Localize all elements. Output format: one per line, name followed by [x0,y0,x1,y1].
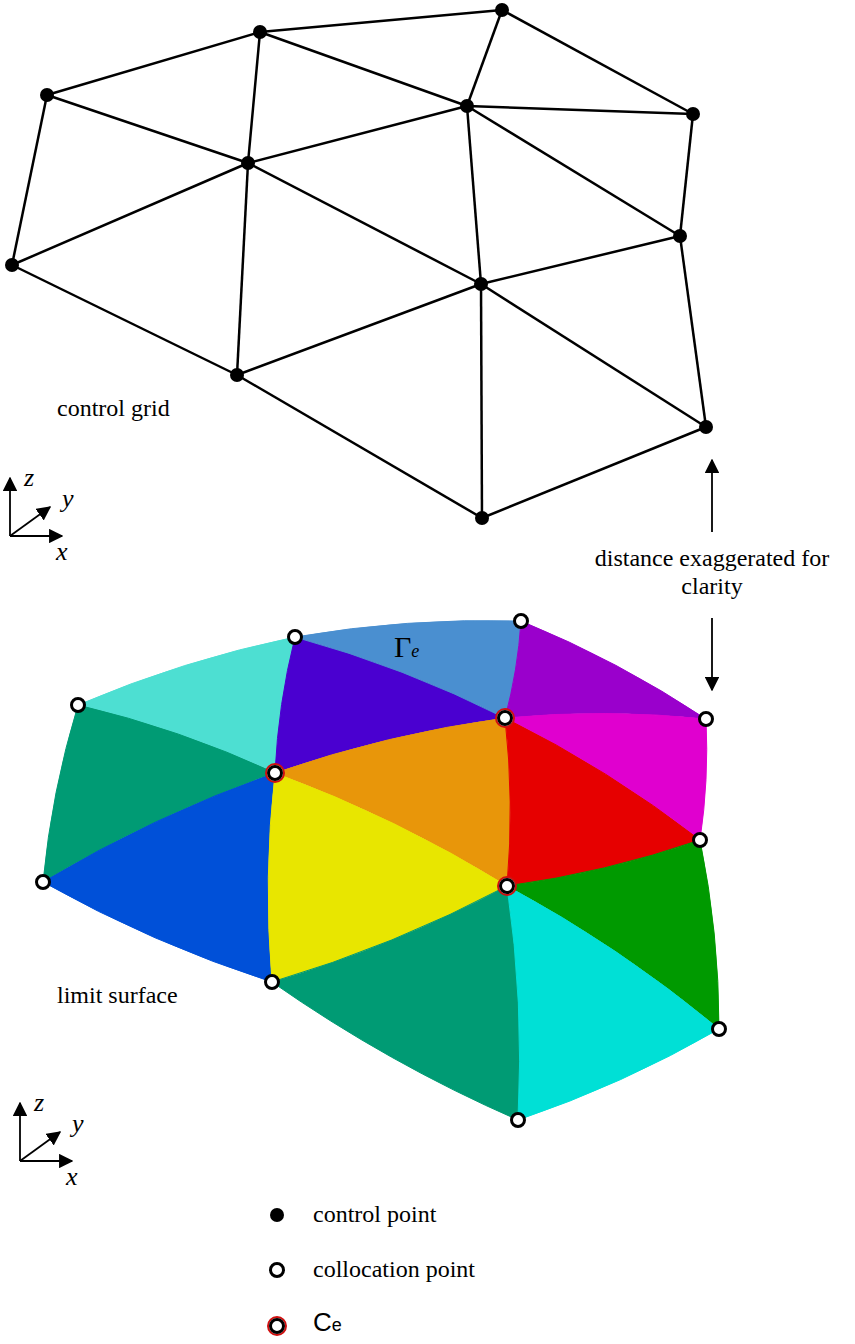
surface-patch [507,886,719,1120]
grid-edge [467,106,693,114]
control-point [686,107,700,121]
control-point [230,368,244,382]
legend-text: control point [313,1201,436,1229]
element-point-ring [496,709,514,727]
limit-surface [43,621,719,1120]
grid-edge [237,163,248,375]
surface-patch [43,773,275,982]
control-point [460,99,474,113]
grid-edge [248,106,467,163]
grid-edge [12,163,248,265]
control-point [699,420,713,434]
element-point-ring [498,877,516,895]
grid-edge [47,95,248,163]
control-point [253,25,267,39]
collocation-point [72,699,85,712]
collocation-point [713,1023,726,1036]
collocation-point [700,713,713,726]
axis-label: z [34,1088,44,1118]
axis-label: y [72,1109,84,1139]
collocation-point [266,976,279,989]
grid-edge [502,10,693,114]
grid-edge [680,236,706,427]
axis-label: y [62,484,74,514]
control-point [241,156,255,170]
grid-edge [467,106,481,284]
axis-label: x [56,537,68,567]
grid-edge [237,284,481,375]
region-label: control grid [57,395,170,423]
element-point-ring [266,764,284,782]
grid-edge [481,284,482,518]
collocation-points [37,615,726,1127]
collocation-point [269,767,282,780]
grid-edge [12,95,47,265]
axis-label: z [24,463,34,493]
control-point [5,258,19,272]
control-points [5,3,713,525]
grid-edge [481,236,680,284]
collocation-point [37,876,50,889]
grid-edge [467,10,502,106]
legend-text: collocation point [313,1256,475,1284]
collocation-point [515,615,528,628]
control-point [40,88,54,102]
grid-edge [467,106,680,236]
axes [10,478,72,1161]
collocation-point [501,880,514,893]
grid-edge [482,427,706,518]
control-point [475,511,489,525]
control-grid [12,10,706,518]
control-point [474,277,488,291]
collocation-point [499,712,512,725]
axis-label: x [66,1162,78,1192]
element-label: Γe [394,630,419,665]
collocation-point [694,834,707,847]
grid-edge [680,114,693,236]
legend-text: Ce [313,1308,342,1338]
surface-patch [272,886,520,1120]
grid-edge [237,375,482,518]
collocation-point [289,631,302,644]
grid-edge [248,32,260,163]
surface-patch [295,621,521,718]
note-label: distance exaggerated for clarity [562,545,855,600]
grid-edge [248,163,481,284]
grid-edge [260,32,467,106]
grid-edge [481,284,706,427]
control-point [495,3,509,17]
grid-edge [47,32,260,95]
control-point [673,229,687,243]
grid-edge [12,265,237,375]
legend-symbols [268,1208,286,1335]
region-label: limit surface [57,982,178,1010]
grid-edge [260,10,502,32]
collocation-point [512,1114,525,1127]
surface-patch [505,621,706,719]
